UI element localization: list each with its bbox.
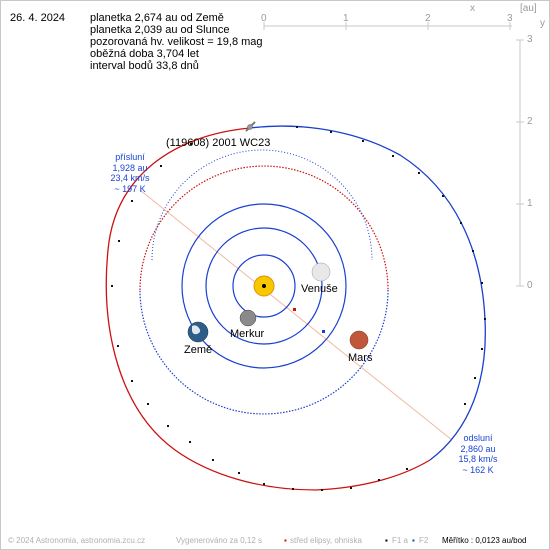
footer-legend-f2: F2 (419, 536, 429, 545)
mars-orbit-upper-inner (151, 149, 373, 261)
y-tick-0: 0 (527, 280, 533, 291)
aphelion-title: odsluní (463, 433, 493, 443)
legend-f2-marker: ▪ (412, 536, 415, 545)
y-axis-name: y (540, 18, 545, 29)
sun (253, 275, 275, 297)
footer-scale: Měřítko : 0,0123 au/bod (442, 536, 527, 545)
x-tick-0: 0 (261, 13, 267, 24)
footer-generated: Vygenerováno za 0,12 s (176, 536, 262, 545)
venus (311, 262, 331, 282)
asteroid-label: (119608) 2001 WC23 (166, 137, 271, 149)
x-tick-1: 1 (343, 13, 349, 24)
info-period: oběžná doba 3,704 let (90, 48, 199, 60)
footer-legend-center: střed elipsy, ohniska (290, 536, 362, 545)
x-tick-2: 2 (425, 13, 431, 24)
mars-orbit-lower (139, 289, 389, 415)
y-tick-1: 1 (527, 198, 533, 209)
aphelion-distance: 2,860 au (460, 443, 496, 454)
perihelion-speed: 23,4 km/s (110, 173, 150, 183)
legend-f1-marker: ▪ (385, 536, 388, 545)
aphelion-temperature: ~ 162 K (462, 464, 494, 475)
mars-label: Mars (348, 352, 373, 364)
aphelion-speed: 15,8 km/s (458, 454, 498, 464)
info-magnitude: pozorovaná hv. velikost = 19,8 mag (90, 36, 263, 48)
asteroid-marker (245, 121, 256, 132)
x-axis-scale (263, 22, 512, 30)
mercury-label: Merkur (230, 328, 265, 340)
x-axis-name: x (470, 3, 475, 14)
earth-orbit (181, 203, 347, 369)
mars-orbit-upper (139, 165, 389, 291)
perihelion-label: přísluní 1,928 au 23,4 km/s ~ 197 K (100, 152, 160, 194)
y-tick-2: 2 (527, 116, 533, 127)
footer: © 2024 Astronomia, astronomia.zcu.cz Vyg… (0, 532, 550, 550)
asteroid-orbit-red (105, 127, 431, 491)
y-axis-scale (516, 39, 524, 287)
orbit-ticks (111, 126, 486, 491)
apsidal-line (139, 189, 453, 441)
earth (187, 321, 209, 343)
axis-unit-label: [au] (520, 3, 537, 14)
mars (349, 330, 369, 350)
x-tick-3: 3 (507, 13, 513, 24)
ellipse-center-marker (293, 308, 296, 311)
footer-legend-f1: F1 a (392, 536, 409, 545)
focus2-marker (322, 330, 325, 333)
venus-orbit (205, 227, 323, 345)
y-tick-3: 3 (527, 34, 533, 45)
footer-copyright: © 2024 Astronomia, astronomia.zcu.cz (8, 536, 146, 545)
mercury-orbit (232, 254, 296, 318)
perihelion-title: přísluní (115, 152, 145, 162)
mercury (239, 309, 257, 327)
venus-label: Venuše (301, 283, 338, 295)
info-sun-distance: planetka 2,039 au od Slunce (90, 24, 230, 36)
asteroid-orbit-blue (249, 125, 486, 461)
aphelion-label: odsluní 2,860 au 15,8 km/s ~ 162 K (448, 433, 508, 475)
earth-label: Země (184, 344, 213, 356)
legend-center-marker: ▪ (284, 536, 287, 545)
info-interval: interval bodů 33,8 dnů (90, 60, 199, 72)
perihelion-distance: 1,928 au (112, 162, 148, 173)
date: 26. 4. 2024 (10, 12, 66, 24)
info-earth-distance: planetka 2,674 au od Země (90, 12, 224, 24)
perihelion-temperature: ~ 197 K (114, 183, 146, 194)
